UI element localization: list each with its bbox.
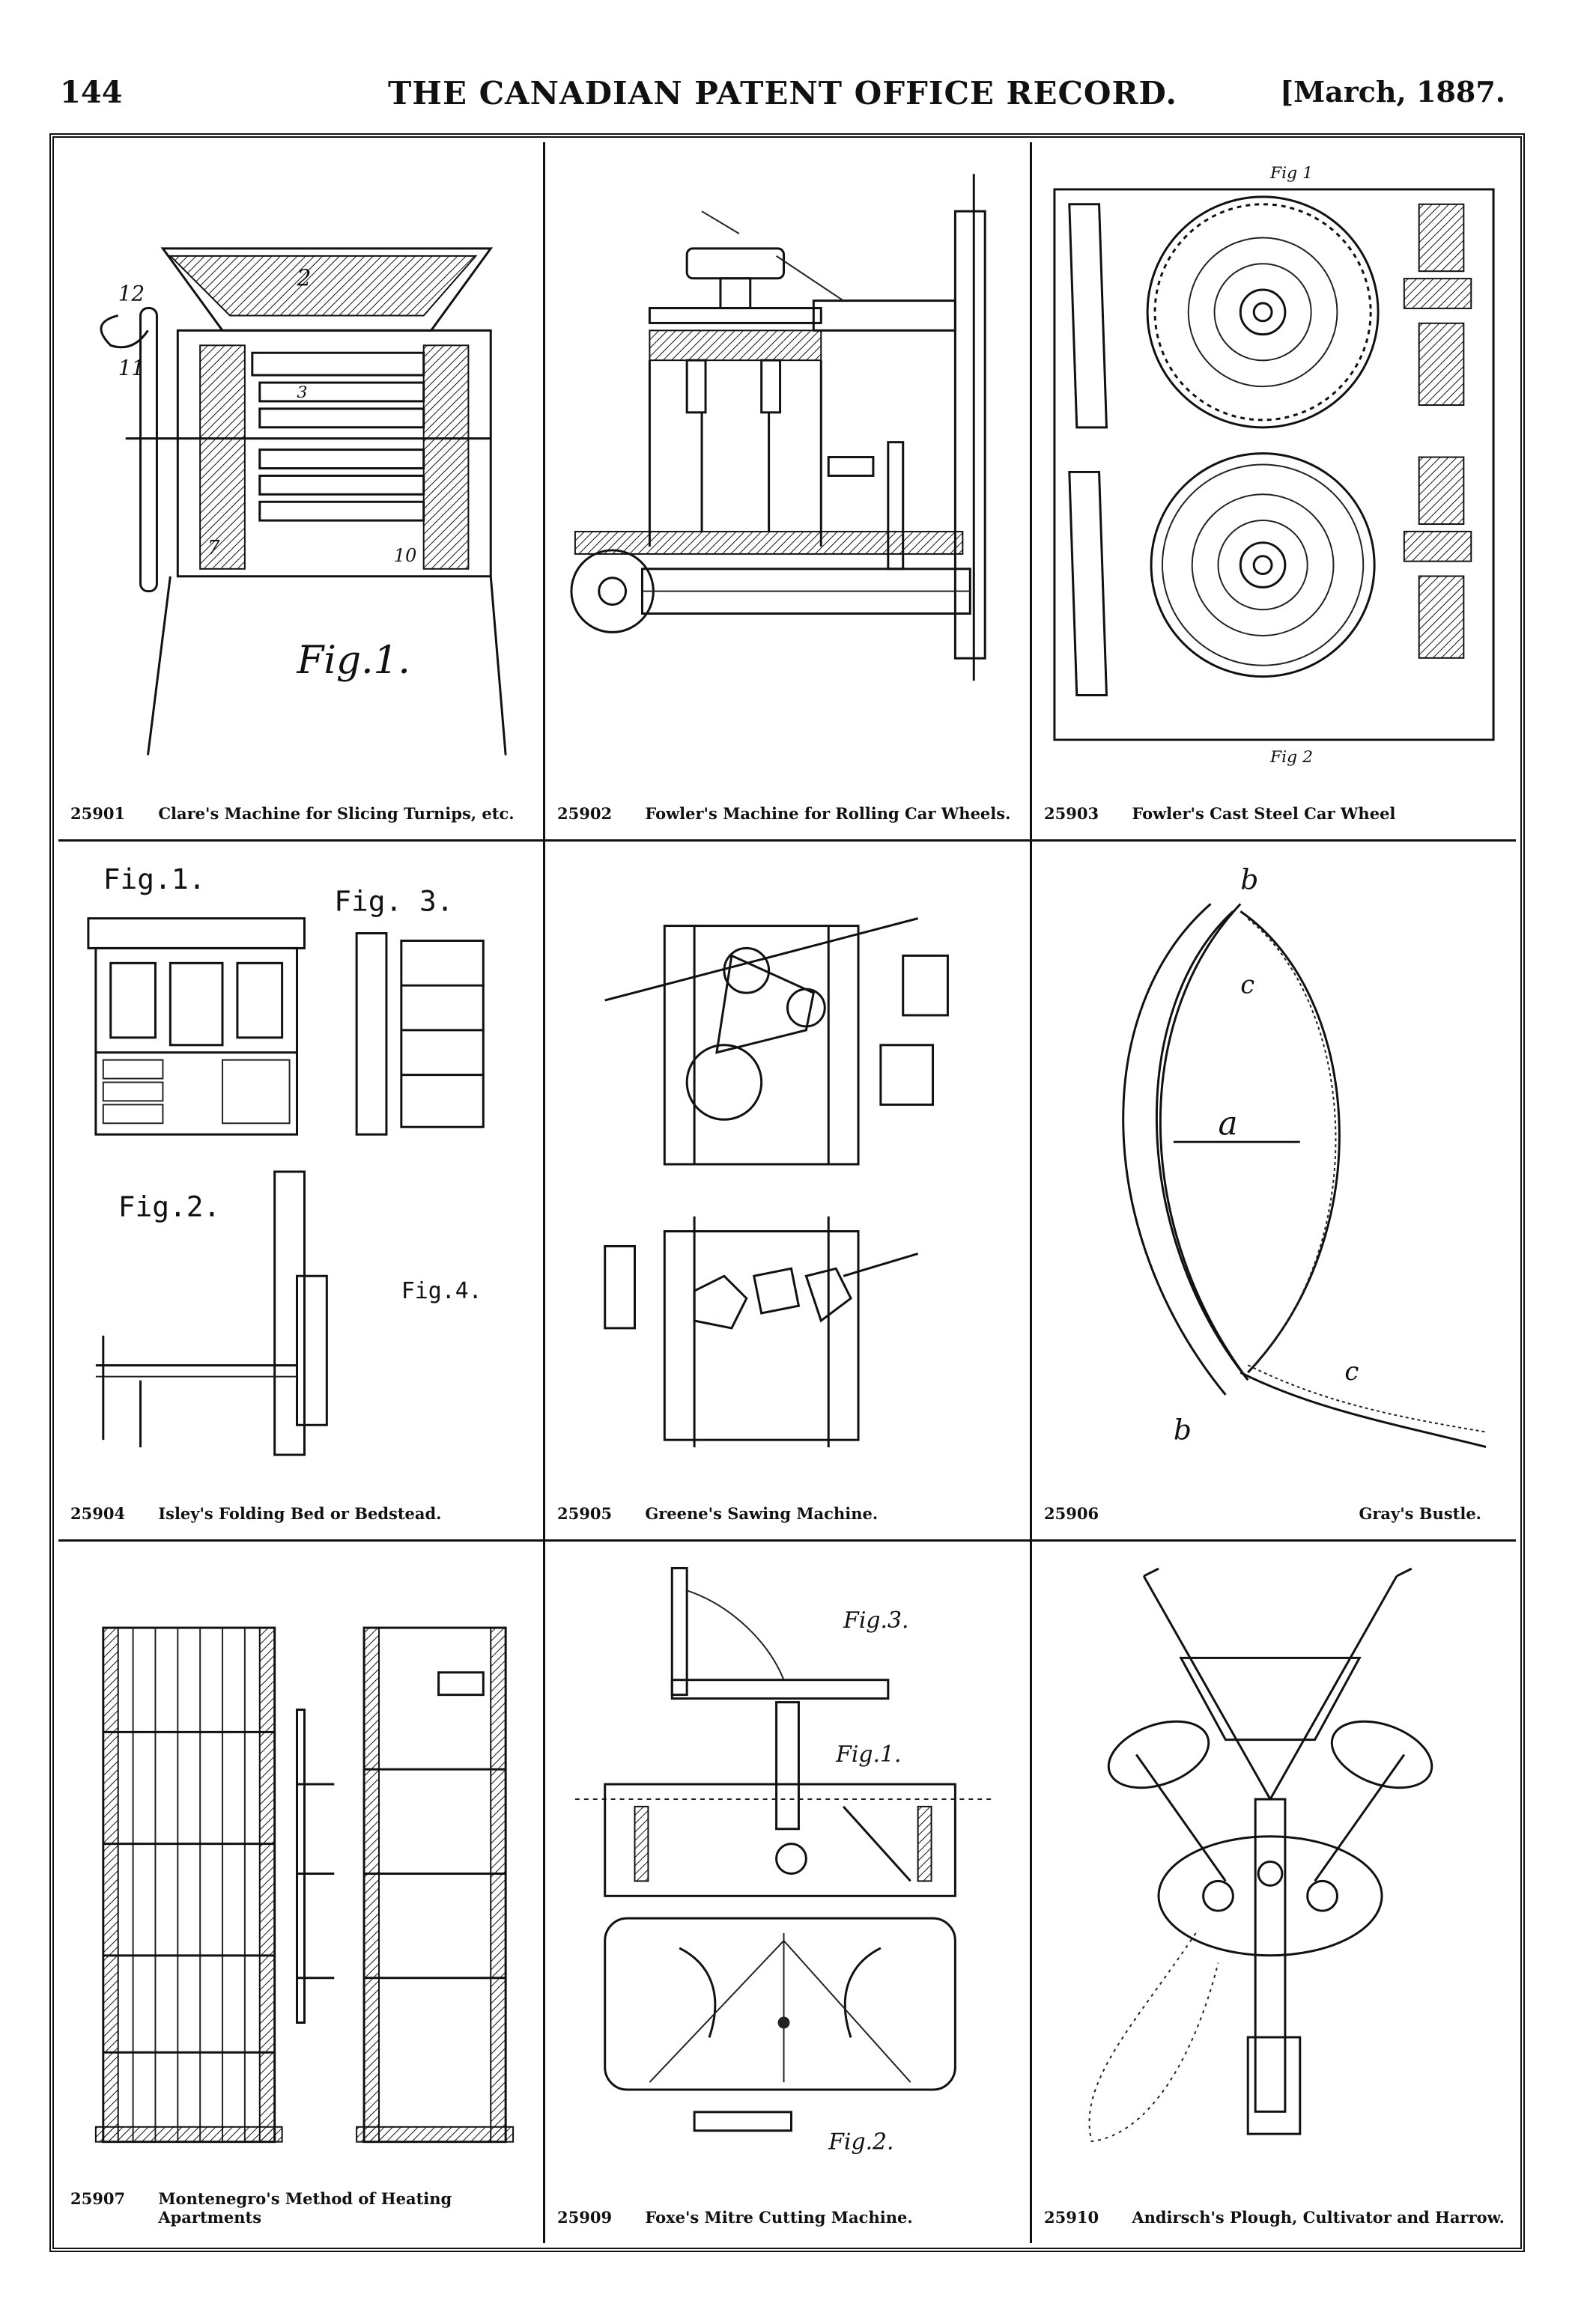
patent-number: 25904 (70, 1504, 126, 1523)
patent-caption: 25901 Clare's Machine for Slicing Turnip… (70, 804, 531, 823)
patent-number: 25902 (557, 804, 613, 823)
patent-number: 25910 (1044, 2208, 1099, 2227)
svg-text:10: 10 (394, 545, 416, 566)
figure-label: Fig.2. (118, 1190, 221, 1223)
figure-label: Fig.1. (103, 863, 206, 895)
patent-drawing (73, 1557, 528, 2176)
svg-text:12: 12 (118, 282, 145, 306)
svg-text:b: b (1240, 863, 1258, 895)
patent-cell: Fig.3. Fig.1. Fig.2. 25909 (545, 1542, 1032, 2243)
patent-drawing: Fig.1. Fig. 3. Fig.2. (73, 857, 528, 1472)
patent-caption: 25909 Foxe's Mitre Cutting Machine. (557, 2208, 1018, 2227)
figure-label: Fig.2. (828, 2129, 893, 2156)
page-number: 144 (60, 75, 123, 110)
patent-drawing: Fig 1 (1047, 157, 1501, 772)
patent-cell: Fig 1 (1032, 142, 1516, 842)
patent-title: Greene's Sawing Machine. (645, 1504, 879, 1523)
figure-label: Fig. 3. (334, 885, 453, 918)
svg-text:3: 3 (297, 383, 308, 402)
patent-cell: a b b c c 25906 Gray's Bustle. (1032, 842, 1516, 1542)
figure-label: Fig 2 (1269, 748, 1313, 767)
patent-caption: 25904 Isley's Folding Bed or Bedstead. (70, 1504, 531, 1523)
patent-title: Fowler's Cast Steel Car Wheel (1132, 804, 1396, 823)
page-date: [March, 1887. (1280, 75, 1505, 109)
patent-caption: 25910 Andirsch's Plough, Cultivator and … (1044, 2208, 1505, 2227)
patent-drawing: Fig.3. Fig.1. Fig.2. (560, 1557, 1015, 2176)
patent-title: Gray's Bustle. (1359, 1504, 1481, 1523)
patent-number: 25906 (1044, 1504, 1099, 1523)
patent-caption: 25907 Montenegro's Method of Heating Apa… (70, 2189, 531, 2227)
patent-title: Andirsch's Plough, Cultivator and Harrow… (1132, 2208, 1505, 2227)
svg-text:a: a (1218, 1104, 1237, 1143)
patent-grid: 2 3 12 11 7 10 Fig.1. 25901 Clare's Mach… (58, 142, 1516, 2243)
svg-text:c: c (1344, 1357, 1359, 1386)
patent-drawing: a b b c c (1047, 857, 1501, 1472)
svg-text:c: c (1240, 970, 1254, 1000)
patent-number: 25907 (70, 2189, 126, 2208)
patent-cell: 2 3 12 11 7 10 Fig.1. 25901 Clare's Mach… (58, 142, 545, 842)
patent-cell: 25905 Greene's Sawing Machine. (545, 842, 1032, 1542)
patent-title: Montenegro's Method of Heating Apartment… (158, 2189, 452, 2227)
patent-number: 25909 (557, 2208, 613, 2227)
svg-text:b: b (1174, 1414, 1192, 1447)
patent-caption: 25903 Fowler's Cast Steel Car Wheel (1044, 804, 1504, 823)
patent-cell: 25902 Fowler's Machine for Rolling Car W… (545, 142, 1032, 842)
svg-text:7: 7 (207, 537, 220, 559)
patent-number: 25901 (70, 804, 126, 823)
page-title: THE CANADIAN PATENT OFFICE RECORD. (388, 75, 1177, 112)
plate-border (49, 133, 1525, 2252)
svg-text:11: 11 (118, 356, 145, 380)
svg-text:2: 2 (297, 266, 312, 292)
patent-drawing (560, 157, 1015, 772)
figure-label: Fig.1. (835, 1742, 901, 1768)
patent-cell: 25907 Montenegro's Method of Heating Apa… (58, 1542, 545, 2243)
figure-label: Fig.1. (297, 638, 410, 683)
patent-caption: 25902 Fowler's Machine for Rolling Car W… (557, 804, 1018, 823)
patent-caption: 25905 Greene's Sawing Machine. (557, 1504, 1018, 1523)
patent-title: Fowler's Machine for Rolling Car Wheels. (645, 804, 1011, 823)
patent-title: Foxe's Mitre Cutting Machine. (645, 2208, 913, 2227)
figure-label: Fig 1 (1269, 164, 1313, 183)
patent-number: 25903 (1044, 804, 1099, 823)
patent-drawing (560, 857, 1015, 1472)
patent-title: Clare's Machine for Slicing Turnips, etc… (158, 804, 515, 823)
patent-drawing (1047, 1557, 1501, 2176)
patent-number: 25905 (557, 1504, 613, 1523)
figure-label: Fig.3. (843, 1607, 908, 1634)
patent-cell: Fig.1. Fig. 3. Fig.2. (58, 842, 545, 1542)
figure-label: Fig.4. (401, 1278, 482, 1304)
patent-caption: 25906 Gray's Bustle. (1044, 1504, 1504, 1523)
page-header: 144 THE CANADIAN PATENT OFFICE RECORD. [… (60, 75, 1505, 120)
patent-drawing: 2 3 12 11 7 10 Fig.1. (73, 157, 528, 772)
patent-title: Isley's Folding Bed or Bedstead. (158, 1504, 442, 1523)
patent-cell: 25910 Andirsch's Plough, Cultivator and … (1032, 1542, 1516, 2243)
